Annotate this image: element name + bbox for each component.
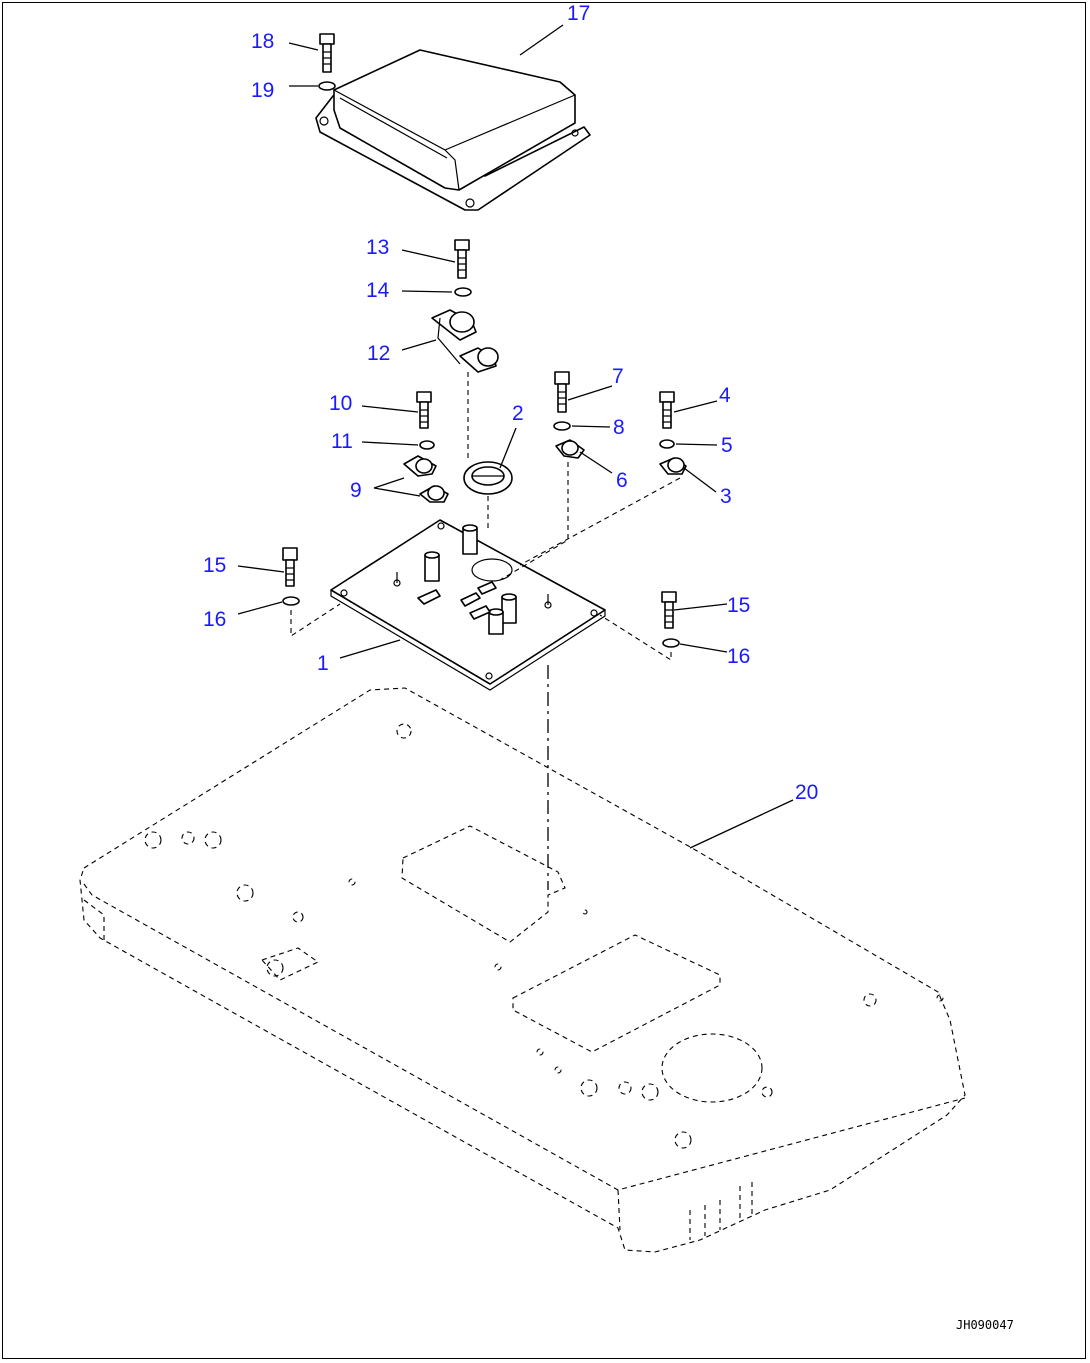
controller-box-part-17 [315,49,591,211]
drawing-code: JH090047 [956,1318,1014,1332]
bolt-part-4 [659,391,675,429]
washer-part-14 [454,287,472,297]
washer-part-5 [659,439,675,449]
clamp-part-12 [431,309,499,373]
washer-part-19 [318,81,336,91]
clamp-part-3 [659,457,687,475]
callout-15-left: 15 [203,554,226,577]
bolt-part-18 [319,33,335,73]
leader-lines [237,24,794,849]
bolt-part-15-left [282,547,298,587]
bolt-part-13 [454,239,470,279]
callout-7: 7 [612,365,624,388]
washer-part-8 [553,421,571,431]
callout-11: 11 [331,430,353,453]
callout-labels: 17 18 19 13 14 12 10 11 9 2 7 8 6 4 5 3 … [203,2,818,804]
mounting-plate-part-1 [330,519,606,691]
washer-part-16-left [282,596,300,606]
bolt-part-15-right [661,591,677,629]
bolt-part-7 [554,371,570,413]
callout-16-right: 16 [727,645,750,668]
callout-5: 5 [721,434,733,457]
callout-3: 3 [720,485,732,508]
assembly-lines [290,372,681,890]
callout-2: 2 [512,402,524,425]
callout-9: 9 [350,479,362,502]
callout-10: 10 [329,392,352,415]
callout-16-left: 16 [203,608,226,631]
clamp-part-6 [555,439,585,459]
callout-20: 20 [795,781,818,804]
callout-14: 14 [366,279,390,302]
washer-part-11 [419,440,435,450]
callout-13: 13 [366,236,389,259]
callout-19: 19 [251,79,274,102]
bolt-part-10 [416,391,432,429]
callout-18: 18 [251,30,274,53]
grommet-part-2 [463,461,513,495]
washer-part-16-right [662,638,680,648]
callout-15-right: 15 [727,594,750,617]
callout-17: 17 [567,2,590,25]
floor-frame-part-20 [79,687,966,1253]
callout-8: 8 [613,416,625,439]
clamp-part-9 [403,455,449,503]
callout-1: 1 [317,652,329,675]
callout-12: 12 [367,342,390,365]
callout-6: 6 [616,469,628,492]
callout-4: 4 [719,384,731,407]
